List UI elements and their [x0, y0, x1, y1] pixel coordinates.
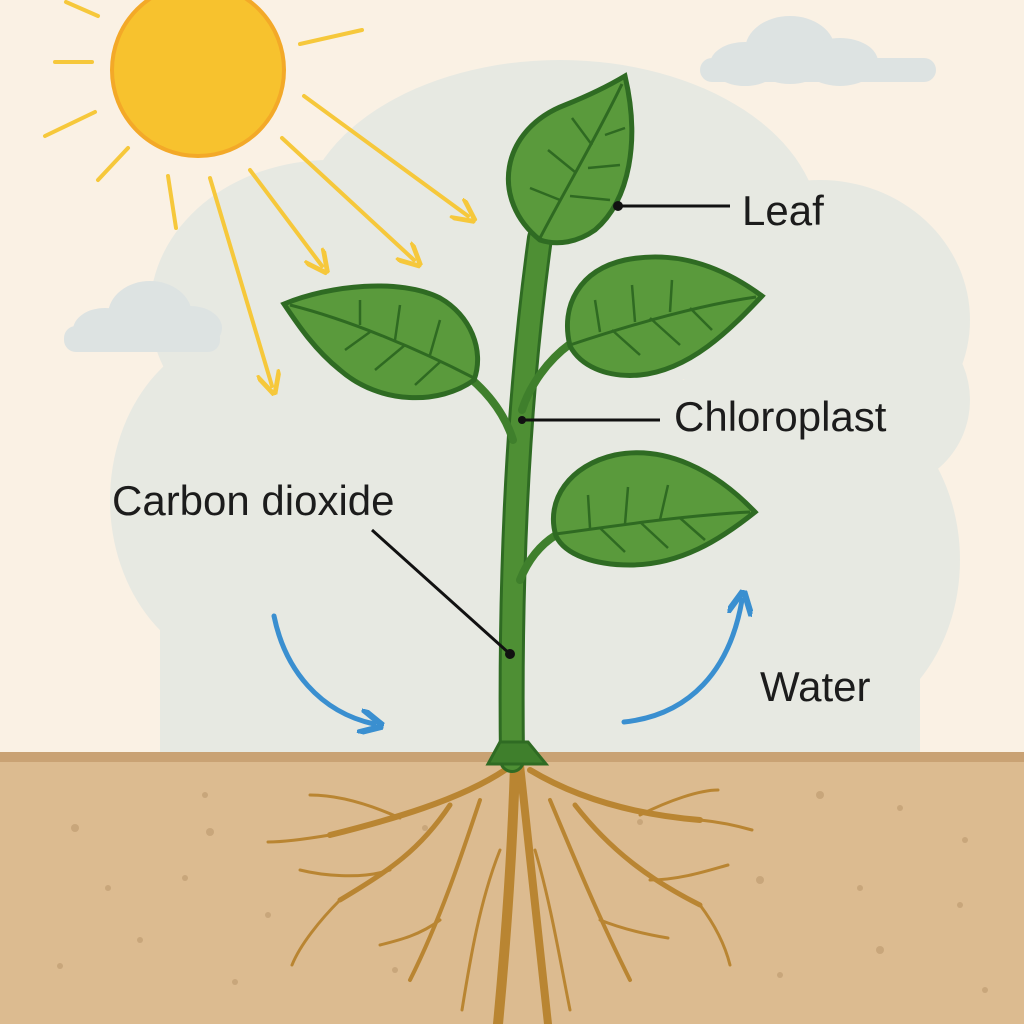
root-icon [266, 760, 754, 1024]
leaf-icon [550, 450, 759, 568]
leaf-icon [280, 283, 480, 401]
leaf-icon [564, 254, 766, 378]
leader-lines [370, 201, 730, 659]
chloroplast-leader-dot [518, 416, 526, 424]
leaf-leader-dot [613, 201, 623, 211]
carbon-dioxide-leader-dot [505, 649, 515, 659]
stem [466, 225, 574, 773]
arrow-icon [271, 600, 742, 725]
chloroplast-label: Chloroplast [674, 393, 887, 440]
cloud-icon [64, 281, 222, 352]
cloud-icon [700, 16, 936, 86]
sun-icon [43, 0, 468, 386]
leaf-label: Leaf [742, 187, 824, 234]
carbon-dioxide-arrow [271, 613, 374, 724]
carbon-dioxide-leader-line [370, 528, 512, 656]
water-label: Water [760, 663, 871, 710]
water-arrow [621, 600, 742, 725]
leaf-icon [505, 72, 635, 246]
carbon-dioxide-label: Carbon dioxide [112, 477, 395, 524]
